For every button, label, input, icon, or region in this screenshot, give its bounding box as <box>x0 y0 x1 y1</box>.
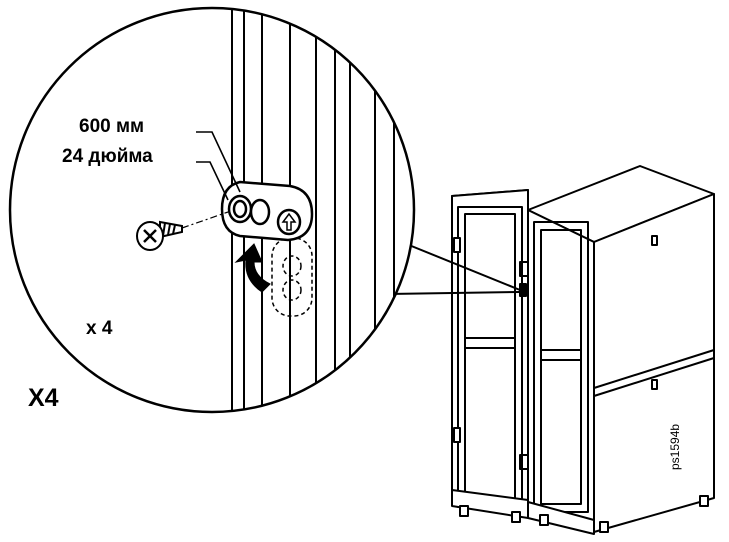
rack-right <box>521 165 715 535</box>
screw <box>136 220 183 251</box>
label-600mm: 600 мм <box>79 116 145 137</box>
rack-enclosures <box>451 165 715 535</box>
rack-left <box>451 189 529 523</box>
figure-code: ps1594b <box>668 423 682 470</box>
label-24-inch: 24 дюйма <box>62 146 153 167</box>
rotate-arrow-icon <box>234 243 271 293</box>
label-step-count: X4 <box>28 384 59 412</box>
joining-bracket <box>220 180 314 242</box>
label-quantity-small: x 4 <box>86 318 113 339</box>
zoom-detail <box>8 6 416 414</box>
callout-pointer <box>387 242 521 295</box>
insertion-axis <box>181 211 229 229</box>
label-leaders <box>196 131 241 201</box>
